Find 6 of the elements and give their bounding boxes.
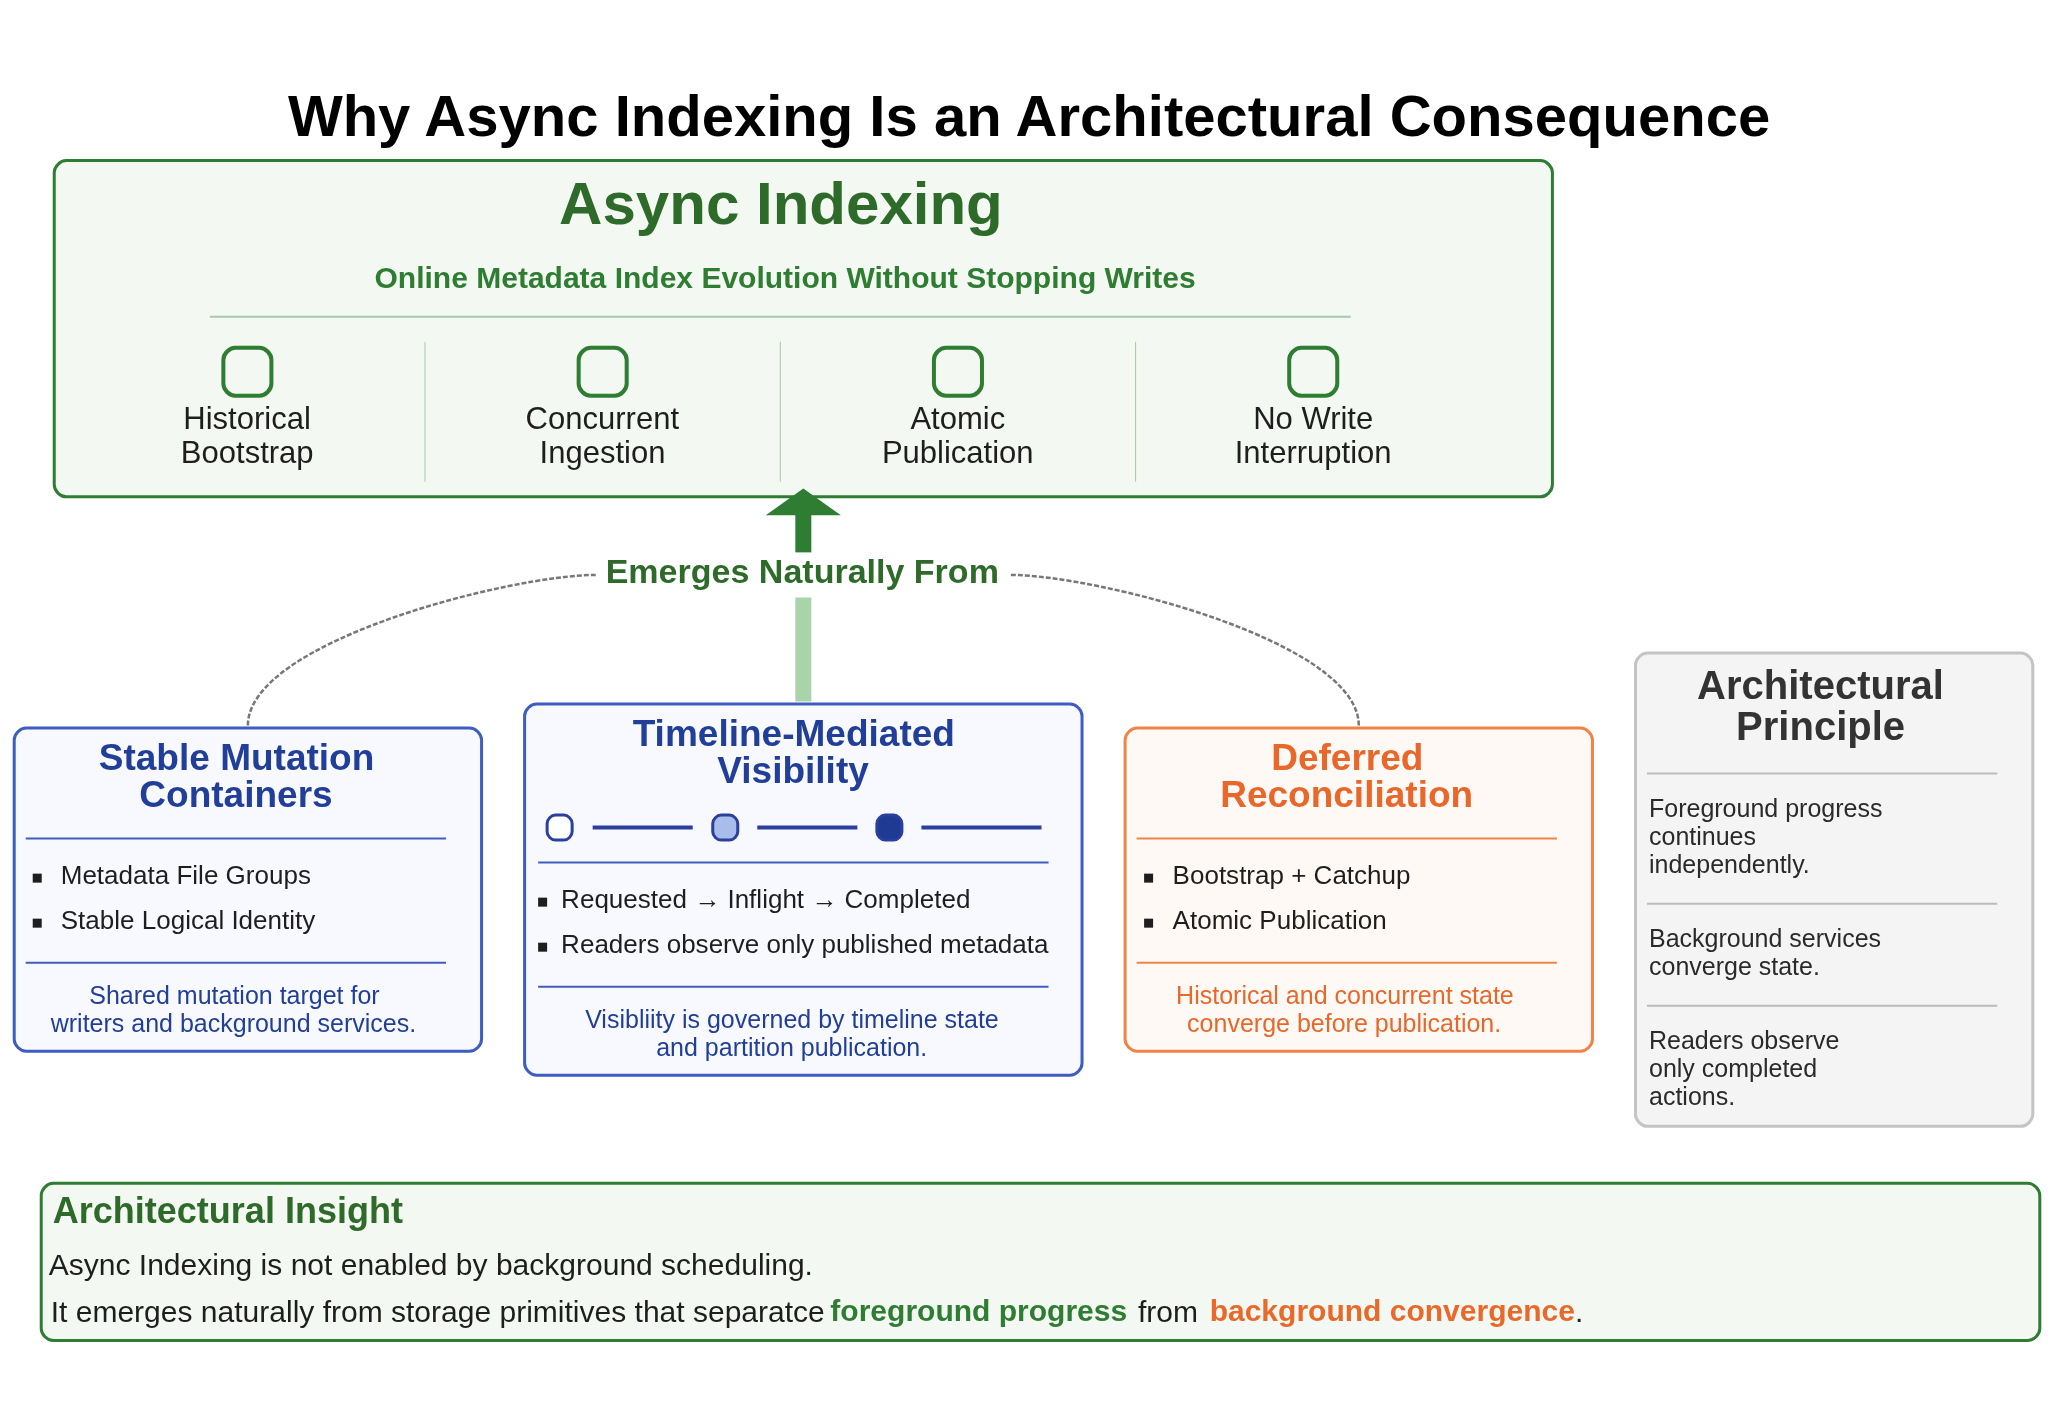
arrow xyxy=(765,488,841,552)
node-text: Emerges Naturally From xyxy=(605,551,999,590)
connector xyxy=(246,573,597,726)
connector xyxy=(795,596,812,701)
diagram-title: Why Async Indexing Is an Architectural Consequence xyxy=(287,82,1771,148)
connector xyxy=(1010,573,1360,726)
